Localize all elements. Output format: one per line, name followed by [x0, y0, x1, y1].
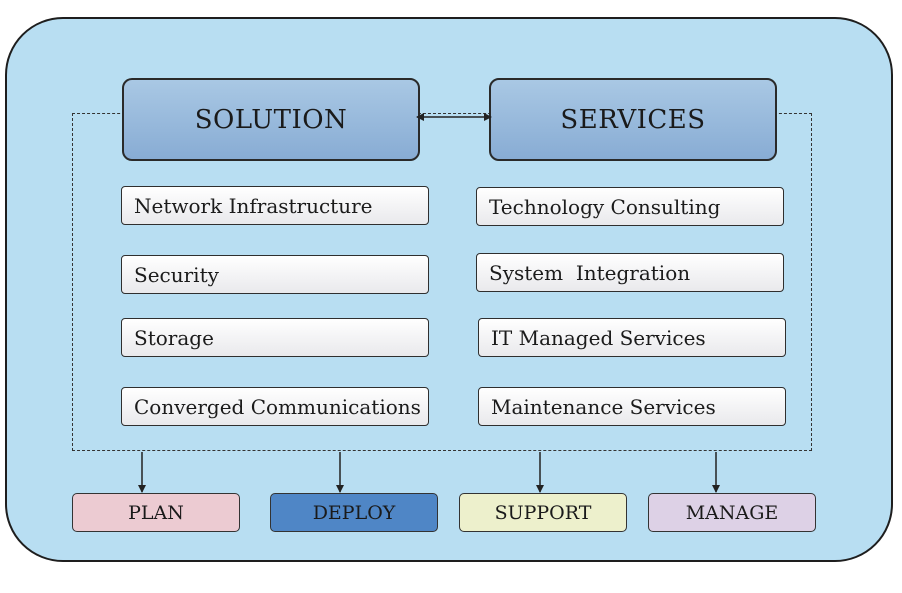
services-item-maintenance-services: Maintenance Services	[478, 387, 786, 426]
solution-item-converged-communications: Converged Communications	[121, 387, 429, 426]
solution-item-network-infrastructure: Network Infrastructure	[121, 186, 429, 225]
solution-header: SOLUTION	[122, 78, 420, 161]
stage-support: SUPPORT	[459, 493, 627, 532]
services-item-system-integration: System Integration	[476, 253, 784, 292]
services-item-it-managed-services: IT Managed Services	[478, 318, 786, 357]
services-header: SERVICES	[489, 78, 777, 161]
solution-item-storage: Storage	[121, 318, 429, 357]
stage-deploy: DEPLOY	[270, 493, 438, 532]
solution-item-security: Security	[121, 255, 429, 294]
services-item-technology-consulting: Technology Consulting	[476, 187, 784, 226]
stage-plan: PLAN	[72, 493, 240, 532]
stage-manage: MANAGE	[648, 493, 816, 532]
